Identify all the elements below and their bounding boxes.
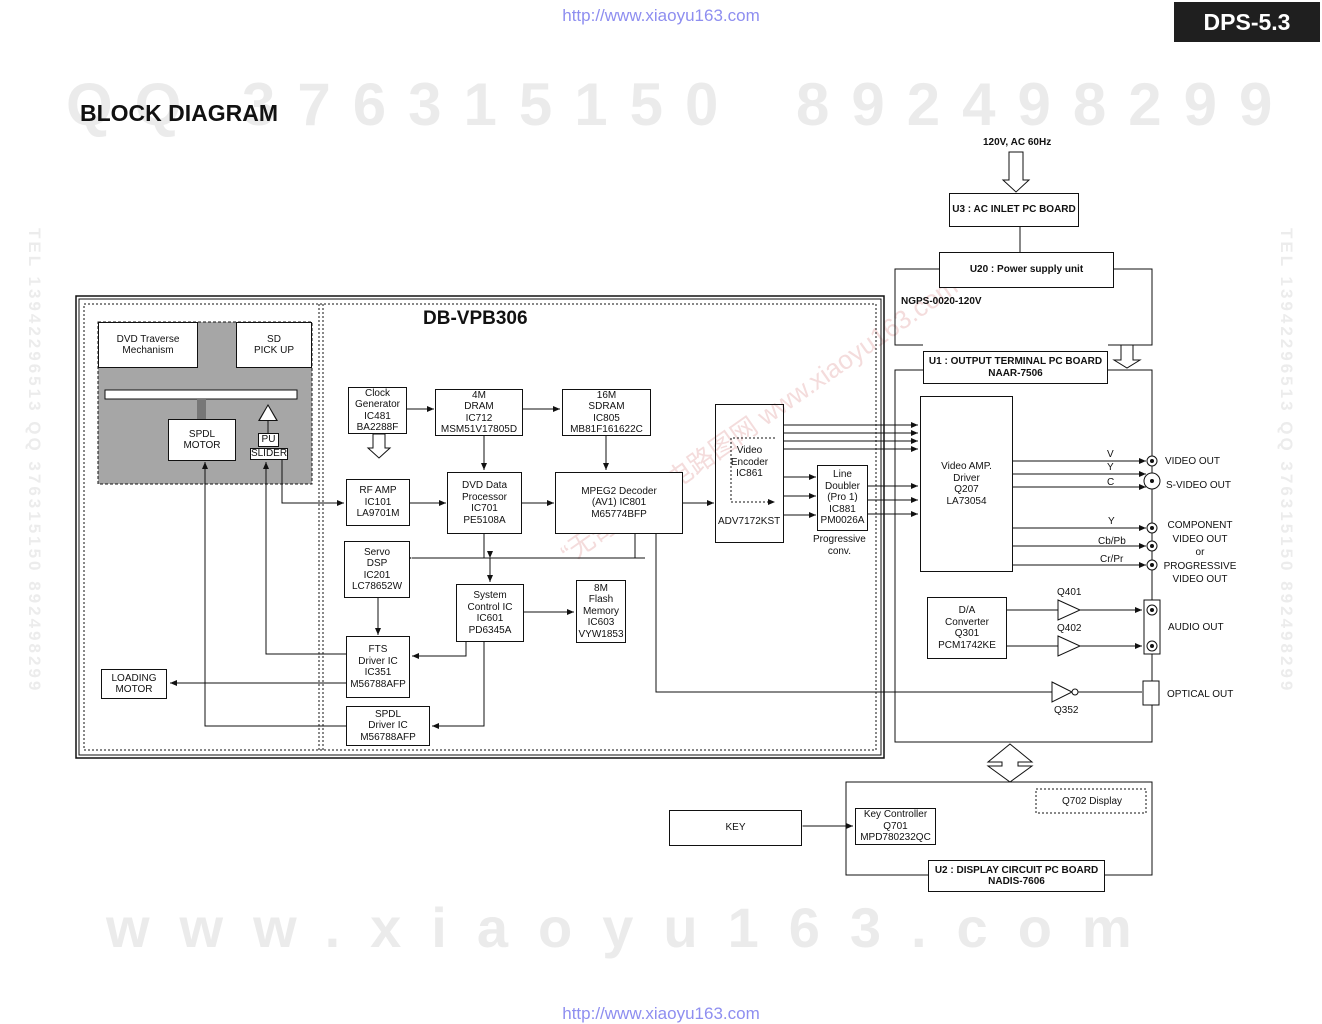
top-url[interactable]: http://www.xiaoyu163.com <box>562 6 760 25</box>
watermark-site: www.xiaoyu163.com <box>106 896 1162 959</box>
dvd-traverse-mechanism: DVD Traverse Mechanism <box>98 322 198 368</box>
loading-motor: LOADING MOTOR <box>101 669 167 699</box>
watermark-qq: QQ 376315150 <box>66 71 741 138</box>
u3-ac-inlet-board: U3 : AC INLET PC BOARD <box>949 193 1079 227</box>
video-amp-driver: Video AMP. Driver Q207 LA73054 <box>920 396 1013 572</box>
fts-driver-ic: FTS Driver IC IC351 M56788AFP <box>346 636 410 698</box>
sd-pickup: SD PICK UP <box>236 322 312 368</box>
signal-c-label: C <box>1107 477 1115 488</box>
bottom-url[interactable]: http://www.xiaoyu163.com <box>562 1004 760 1023</box>
pu-block: PU <box>258 433 279 447</box>
ngps-label: NGPS-0020-120V <box>901 296 982 307</box>
u1-output-terminal-board: U1 : OUTPUT TERMINAL PC BOARD NAAR-7506 <box>923 351 1108 384</box>
spdl-motor: SPDL MOTOR <box>168 419 236 461</box>
signal-cb-label: Cb/Pb <box>1098 536 1126 547</box>
line-doubler: Line Doubler (Pro 1) IC881 PM0026A <box>817 465 868 531</box>
flash-memory: 8M Flash Memory IC603 VYW1853 <box>576 580 626 643</box>
key-block: KEY <box>669 810 802 846</box>
page-title: BLOCK DIAGRAM <box>80 100 279 126</box>
u20-power-supply: U20 : Power supply unit <box>939 252 1114 288</box>
watermark-tel-left: TEL 13942296513 QQ 376315150 892498299 <box>25 228 44 694</box>
signal-cr-label: Cr/Pr <box>1100 554 1124 565</box>
optical-out-label: OPTICAL OUT <box>1167 689 1234 700</box>
svideo-out-label: S-VIDEO OUT <box>1166 480 1232 491</box>
watermark-tel-right: TEL 13942296513 QQ 376315150 892498299 <box>1277 228 1296 694</box>
signal-y2-label: Y <box>1108 516 1115 527</box>
slider-block: SLIDER <box>250 448 288 460</box>
sdram-ic805: 16M SDRAM IC805 MB81F161622C <box>562 389 651 436</box>
clock-generator: Clock Generator IC481 BA2288F <box>348 387 407 434</box>
q352-label: Q352 <box>1054 705 1079 716</box>
key-controller: Key Controller Q701 MPD780232QC <box>855 808 936 845</box>
audio-out-label: AUDIO OUT <box>1168 622 1224 633</box>
rf-amp: RF AMP IC101 LA9701M <box>346 479 410 526</box>
signal-y-label: Y <box>1107 462 1114 473</box>
pickup-triangle-fill-icon <box>260 406 276 420</box>
q401-label: Q401 <box>1057 587 1082 598</box>
spdl-driver-ic: SPDL Driver IC M56788AFP <box>346 706 430 746</box>
servo-dsp: Servo DSP IC201 LC78652W <box>344 541 410 598</box>
progressive-conv-label: Progressive conv. <box>813 534 866 557</box>
q702-display-label: Q702 Display <box>1062 796 1123 807</box>
main-board-label: DB-VPB306 <box>423 308 528 329</box>
model-badge: DPS-5.3 <box>1174 2 1320 42</box>
video-out-label: VIDEO OUT <box>1165 456 1221 467</box>
adv7172kst-label: ADV7172KST <box>718 516 781 527</box>
q402-label: Q402 <box>1057 623 1082 634</box>
u2-display-circuit-board: U2 : DISPLAY CIRCUIT PC BOARD NADIS-7606 <box>928 860 1105 892</box>
da-converter: D/A Converter Q301 PCM1742KE <box>927 597 1007 659</box>
system-control-ic: System Control IC IC601 PD6345A <box>456 584 524 642</box>
watermark-number: 892498299 <box>796 71 1295 138</box>
dvd-data-processor: DVD Data Processor IC701 PE5108A <box>447 472 522 534</box>
video-encoder: Video Encoder IC861 <box>715 404 784 543</box>
power-input-label: 120V, AC 60Hz <box>983 137 1052 148</box>
dram-ic712: 4M DRAM IC712 MSM51V17805D <box>435 389 523 436</box>
mpeg2-decoder: MPEG2 Decoder (AV1) IC801 M65774BFP <box>555 472 683 534</box>
signal-v-label: V <box>1107 449 1114 460</box>
component-out-label: COMPONENT VIDEO OUT or PROGRESSIVE VIDEO… <box>1163 520 1237 585</box>
